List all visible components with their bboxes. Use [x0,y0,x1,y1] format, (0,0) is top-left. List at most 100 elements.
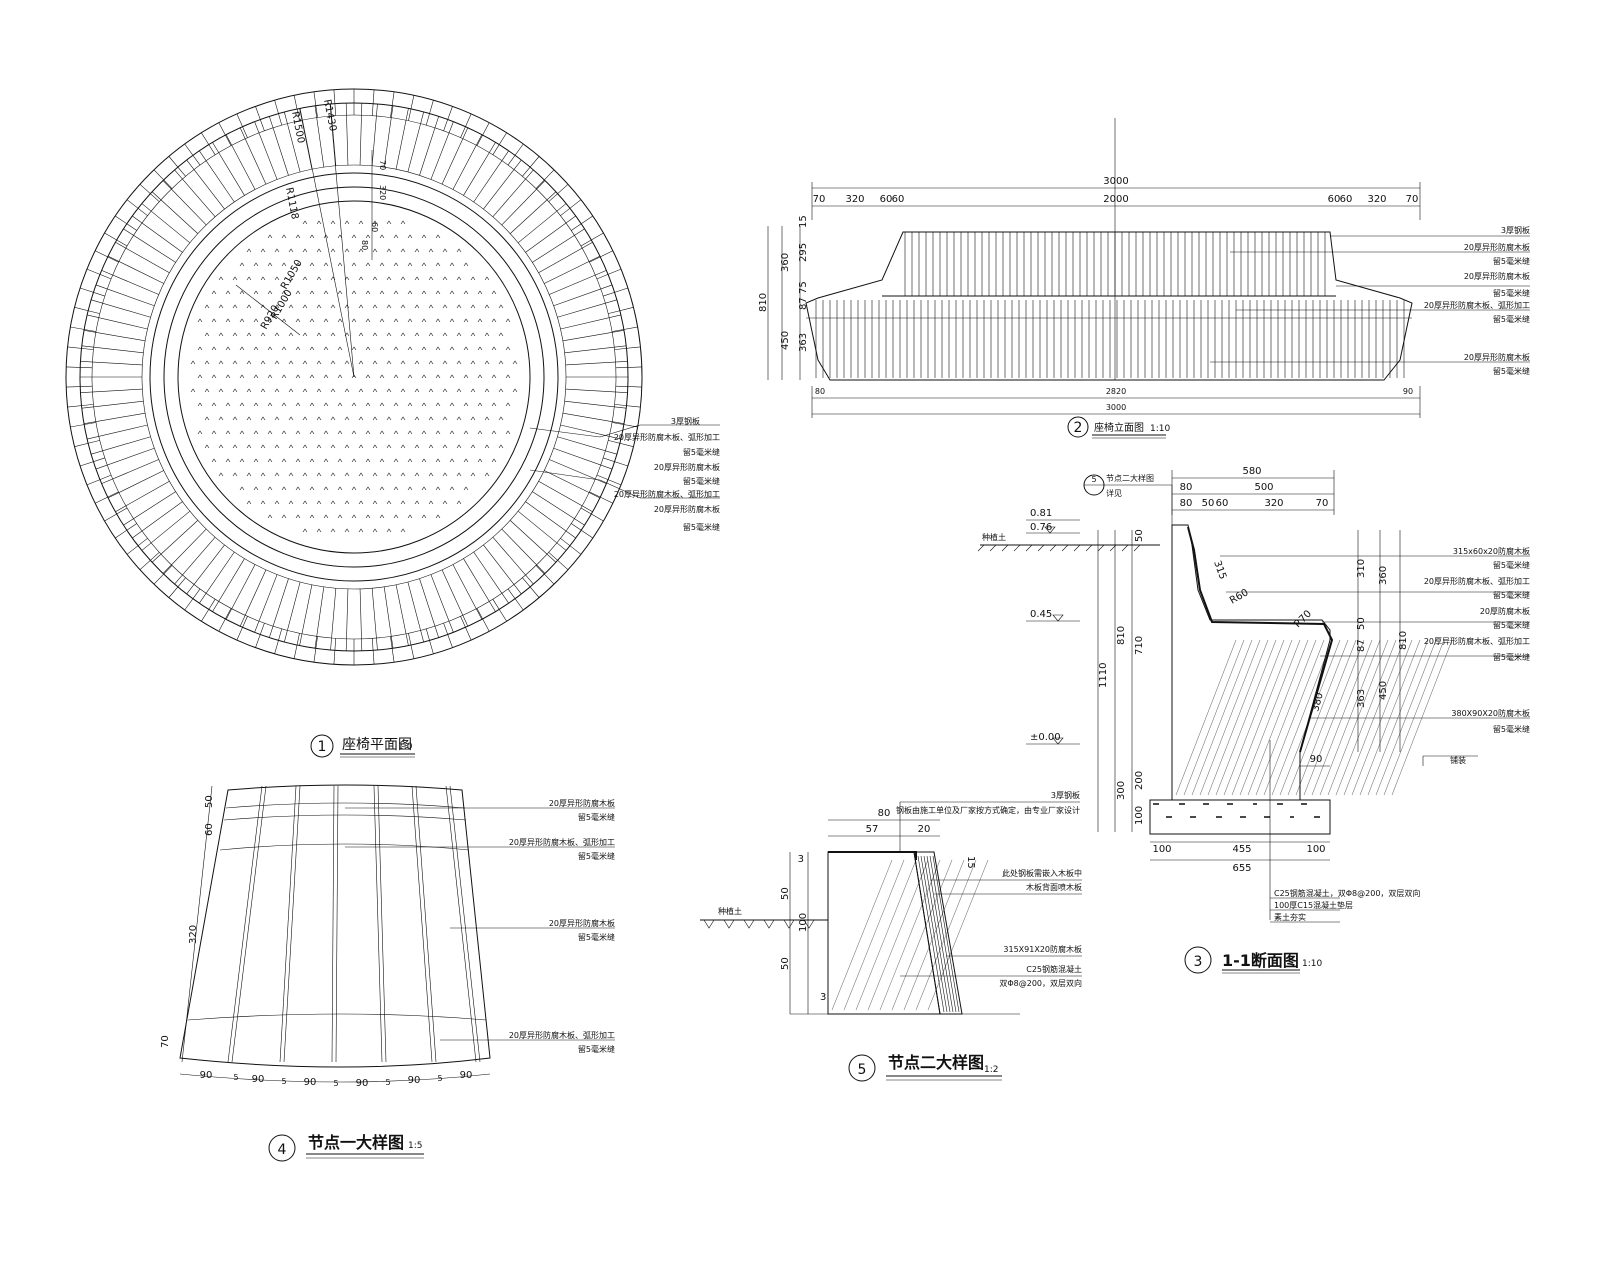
svg-text:15: 15 [798,215,809,228]
section-foundation [1149,799,1331,835]
svg-text:3: 3 [820,992,826,1003]
plan-callouts: 3厚钢板 20厚异形防腐木板、弧形加工 留5毫米缝 20厚异形防腐木板 留5毫米… [529,416,720,532]
svg-text:留5毫米缝: 留5毫米缝 [1493,256,1530,266]
svg-text:70: 70 [160,1035,171,1048]
section-foundation-pattern [1153,803,1320,818]
svg-text:20厚异形防腐木板、弧形加工: 20厚异形防腐木板、弧形加工 [509,1030,615,1040]
plan-dim-60: 60 [370,222,379,232]
section-concrete-hatch [1175,639,1453,796]
section-title-number: 3 [1194,954,1203,970]
svg-text:100: 100 [798,913,809,932]
section-levels: 0.81 0.76 0.45 ±0.00 [1026,508,1080,745]
detail2-view: 3厚钢板 钢板由施工单位及厂家按方式确定，由专业厂家设计 80 57 20 3 … [700,790,1082,1082]
svg-text:310: 310 [1356,559,1367,578]
svg-text:留5毫米缝: 留5毫米缝 [1493,590,1530,600]
detail1-bottom-dims: 90 5 90 5 90 5 90 5 90 5 90 [200,1070,473,1089]
detail1-slats [227,785,481,1063]
svg-text:90: 90 [356,1078,369,1089]
svg-text:60: 60 [204,823,215,836]
svg-text:3: 3 [798,854,804,865]
svg-text:100厚C15混凝土垫层: 100厚C15混凝土垫层 [1274,900,1353,910]
svg-text:C25钢筋混凝土，双Φ8@200，双层双向: C25钢筋混凝土，双Φ8@200，双层双向 [1274,888,1420,898]
svg-text:5: 5 [281,1077,286,1086]
svg-text:87: 87 [798,297,809,310]
svg-text:80: 80 [1180,498,1193,509]
plan-dim-70: 70 [378,160,387,170]
section-title: 1-1断面图 [1222,951,1299,970]
svg-text:3厚钢板: 3厚钢板 [1051,790,1080,800]
svg-text:60: 60 [1340,194,1353,205]
elev-title: 座椅立面图 [1094,421,1144,434]
svg-text:315x60x20防腐木板: 315x60x20防腐木板 [1453,546,1530,556]
svg-text:20厚异形防腐木板: 20厚异形防腐木板 [1464,352,1530,362]
svg-text:50: 50 [1202,498,1215,509]
plan-callout-5: 留5毫米缝 [683,476,720,486]
svg-text:320: 320 [1264,498,1283,509]
svg-text:200: 200 [1134,771,1145,790]
svg-text:295: 295 [798,243,809,262]
svg-text:留5毫米缝: 留5毫米缝 [578,812,615,822]
svg-text:15: 15 [965,856,976,869]
elev-top-dims: 70 320 60 60 2000 60 60 320 70 [813,194,1419,205]
svg-text:钢板由施工单位及厂家按方式确定，由专业厂家设计: 钢板由施工单位及厂家按方式确定，由专业厂家设计 [896,805,1080,815]
svg-text:木板背面喷木板: 木板背面喷木板 [1026,882,1082,892]
svg-text:素土夯实: 素土夯实 [1274,912,1306,922]
svg-text:50: 50 [1356,617,1367,630]
elev-overall-dim: 3000 [1103,176,1128,187]
plan-callout-1: 3厚钢板 [671,416,700,426]
svg-text:50: 50 [780,887,791,900]
svg-text:留5毫米缝: 留5毫米缝 [578,932,615,942]
elev-title-bubble [1067,416,1089,438]
section-ref-text: 节点二大样图 [1106,473,1154,483]
detail1-scale: 1:5 [408,1141,422,1151]
section-ground-hatch [977,544,1141,552]
svg-text:90: 90 [252,1074,265,1085]
svg-text:810: 810 [1398,631,1409,650]
svg-text:580: 580 [1242,466,1261,477]
plan-callout-3: 留5毫米缝 [683,447,720,457]
svg-text:20厚异形防腐木板: 20厚异形防腐木板 [549,798,615,808]
svg-text:300: 300 [1116,781,1127,800]
svg-text:655: 655 [1232,863,1251,874]
svg-text:50: 50 [204,795,215,808]
detail2-callouts: 此处钢板需嵌入木板中 木板背面喷木板 315X91X20防腐木板 C25钢筋混凝… [900,868,1082,988]
svg-text:2820: 2820 [1106,387,1126,396]
svg-text:双Φ8@200，双层双向: 双Φ8@200，双层双向 [999,978,1082,988]
svg-text:100: 100 [1306,844,1325,855]
plan-planting-pattern [190,220,518,533]
elev-title-number: 2 [1074,420,1083,436]
plan-inner-circle [177,200,531,554]
detail2-timber-grain [917,855,960,1013]
detail1-callouts: 20厚异形防腐木板 留5毫米缝 20厚异形防腐木板、弧形加工 留5毫米缝 20厚… [345,798,615,1054]
svg-text:留5毫米缝: 留5毫米缝 [578,851,615,861]
section-title-bubble [1184,946,1212,974]
svg-text:留5毫米缝: 留5毫米缝 [1493,314,1530,324]
svg-text:5: 5 [385,1078,390,1087]
svg-text:320: 320 [1367,194,1386,205]
svg-text:70: 70 [1316,498,1329,509]
elev-vertical-slats [815,232,1405,378]
svg-text:90: 90 [1403,387,1413,396]
svg-text:80: 80 [878,808,891,819]
svg-text:5: 5 [437,1074,442,1083]
svg-text:C25钢筋混凝土: C25钢筋混凝土 [1026,964,1082,974]
svg-text:5: 5 [233,1073,238,1082]
svg-text:20厚防腐木板: 20厚防腐木板 [1480,606,1530,616]
svg-text:320: 320 [845,194,864,205]
svg-text:75: 75 [798,281,809,294]
svg-text:60: 60 [880,194,893,205]
svg-text:留5毫米缝: 留5毫米缝 [578,1044,615,1054]
svg-text:70: 70 [1406,194,1419,205]
svg-text:810: 810 [1116,626,1127,645]
detail2-concrete [827,851,941,1015]
svg-text:20厚异形防腐木板、弧形加工: 20厚异形防腐木板、弧形加工 [1424,300,1530,310]
svg-text:20: 20 [918,824,931,835]
detail1-title-bubble [268,1134,296,1162]
svg-text:450: 450 [1378,681,1389,700]
plan-callout-7: 20厚异形防腐木板 [654,504,720,514]
detail2-title-number: 5 [858,1062,867,1078]
svg-text:380X90X20防腐木板: 380X90X20防腐木板 [1451,708,1530,718]
svg-text:20厚异形防腐木板: 20厚异形防腐木板 [1464,271,1530,281]
svg-text:R70: R70 [1292,608,1314,630]
